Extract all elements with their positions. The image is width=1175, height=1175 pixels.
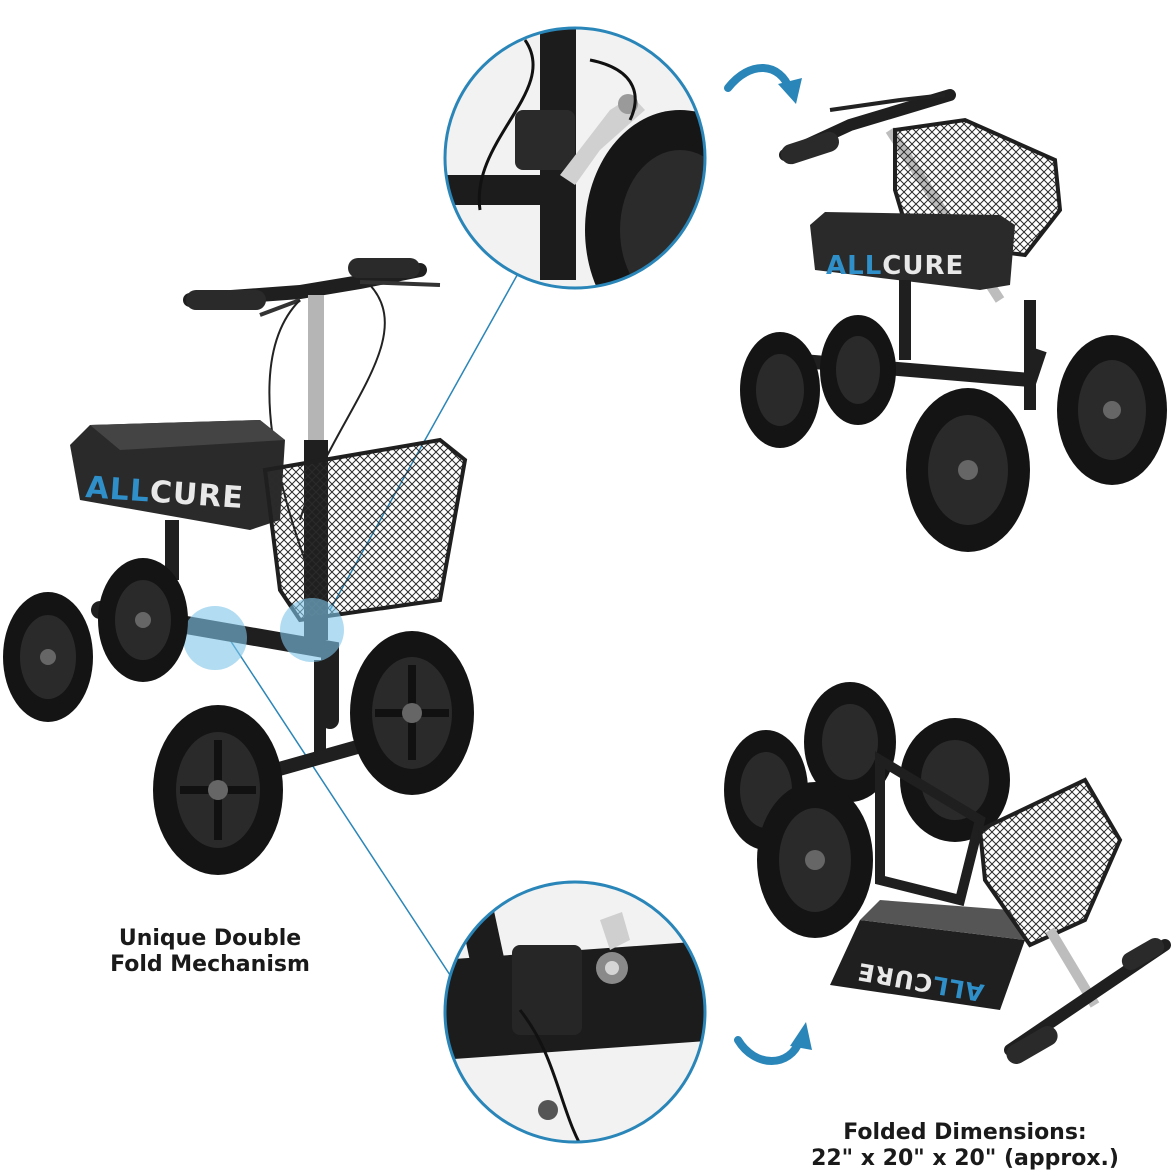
curved-arrow-up-right-icon — [734, 1022, 812, 1065]
detail-circle-top — [443, 26, 707, 290]
caption-folded-dimensions-line2: 22" x 20" x 20" (approx.) — [811, 1146, 1119, 1172]
fold-joint-highlight-2 — [280, 598, 344, 662]
wheel-front-right — [350, 631, 474, 795]
scooter-logo-top: ALLCURE — [826, 251, 964, 281]
wheel-rear-left — [3, 592, 93, 722]
detail-circle-bottom — [443, 880, 707, 1144]
wheel-top-rear-left — [740, 332, 820, 448]
curved-arrow-down-right-icon — [724, 64, 802, 104]
wheel-folded-3 — [900, 718, 1010, 842]
callout-lines — [229, 269, 521, 976]
fold-joint-highlight-1 — [183, 606, 247, 670]
caption-folded-dimensions-line1: Folded Dimensions: — [843, 1120, 1087, 1145]
wheel-top-rear-right — [820, 315, 896, 425]
knee-scooter-unfolded: ALLCURE — [3, 258, 474, 875]
caption-folded-dimensions: Folded Dimensions: 22" x 20" x 20" (appr… — [770, 1120, 1160, 1173]
wheel-folded-2 — [804, 682, 896, 802]
knee-pad-logo: ALLCURE — [84, 470, 244, 516]
wheel-top-front-left — [906, 388, 1030, 552]
caption-double-fold-line2: Fold Mechanism — [110, 952, 310, 978]
wheel-folded-4 — [757, 782, 873, 938]
caption-double-fold: Unique Double Fold Mechanism — [60, 926, 360, 979]
wheel-top-front-right — [1057, 335, 1167, 485]
knee-scooter-basket-view: ALLCURE — [740, 89, 1167, 552]
knee-scooter-folded: ALLCURE — [724, 682, 1171, 1064]
wheel-rear-right — [98, 558, 188, 682]
wheel-front-left — [153, 705, 283, 875]
caption-double-fold-line1: Unique Double — [118, 926, 302, 951]
